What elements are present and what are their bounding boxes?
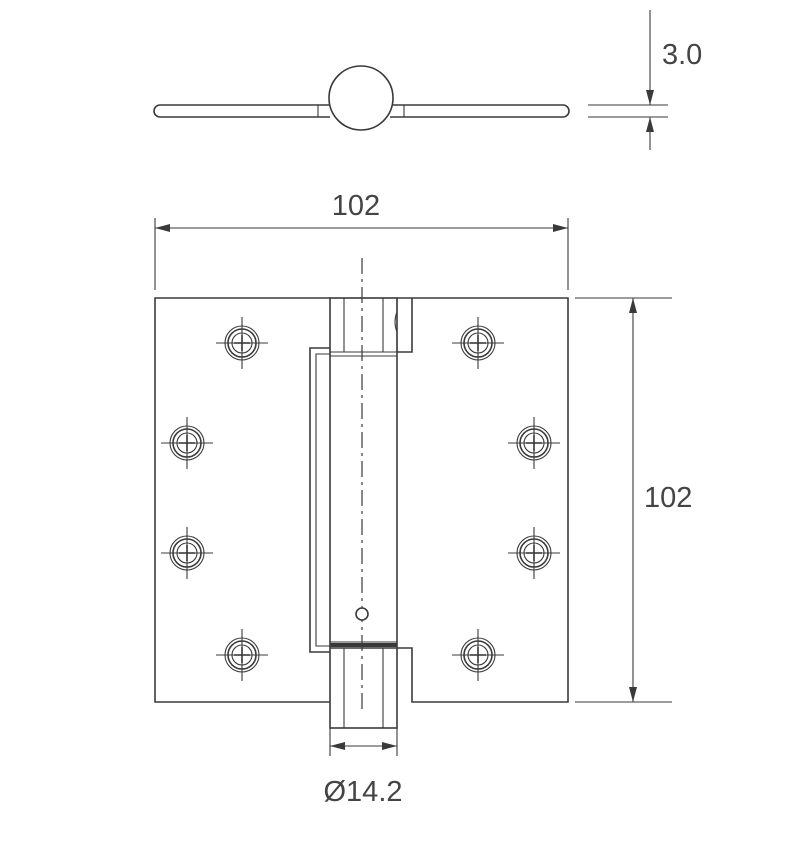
knuckle-diameter-dimension: Ø14.2 (324, 728, 403, 808)
width-label: 102 (332, 190, 380, 222)
screw-hole (508, 527, 560, 579)
hinge-top-view: 3.0 (153, 10, 702, 150)
height-label: 102 (644, 482, 692, 514)
screw-hole (216, 317, 268, 369)
tension-adjust-hole (355, 607, 369, 621)
screw-hole (161, 527, 213, 579)
screw-hole (452, 629, 504, 681)
left-leaf (154, 297, 330, 703)
screw-hole (508, 417, 560, 469)
height-dimension: 102 (575, 297, 692, 703)
screw-hole (216, 629, 268, 681)
right-leaf (397, 297, 569, 703)
knuckle-barrel (329, 297, 398, 729)
screw-hole (161, 417, 213, 469)
knuckle-diameter-label: Ø14.2 (324, 776, 403, 808)
top-view-leaf-left (153, 104, 330, 118)
thickness-label: 3.0 (662, 39, 702, 71)
thickness-dimension: 3.0 (588, 10, 702, 150)
hinge-front-view: 102 102 (154, 190, 692, 808)
screw-holes (161, 317, 560, 681)
top-view-knuckle (328, 65, 394, 131)
width-dimension: 102 (154, 190, 569, 290)
top-view-leaf-right (390, 104, 570, 118)
screw-hole (452, 317, 504, 369)
spring-plate (309, 347, 330, 653)
